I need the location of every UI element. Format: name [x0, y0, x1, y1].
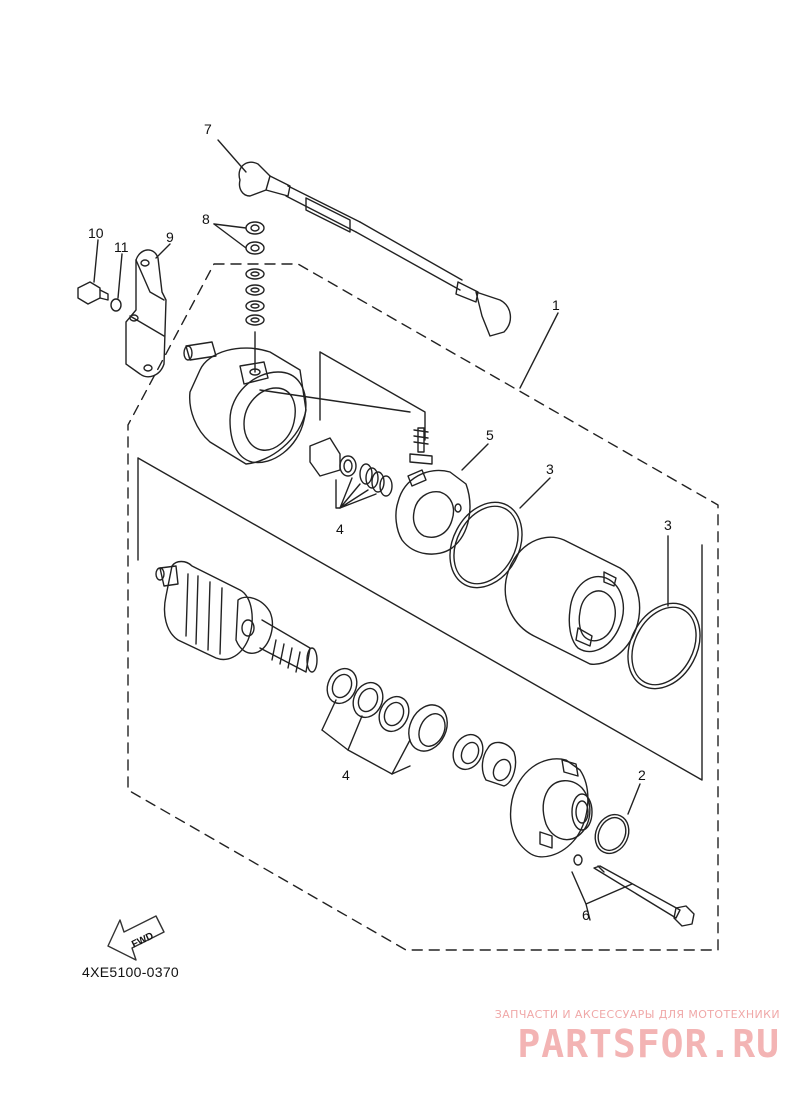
- callout-3-rear: 3: [546, 461, 554, 477]
- lock-washer: [110, 298, 122, 312]
- through-bolt: [593, 865, 695, 927]
- callout-2: 2: [638, 767, 646, 783]
- o-ring-small: [594, 813, 630, 855]
- watermark-brand: PARTSFOR.RU: [517, 1022, 780, 1066]
- bearing: [452, 733, 517, 787]
- callout-3-front: 3: [664, 517, 672, 533]
- o-ring-front: [627, 602, 701, 690]
- callout-4-upper: 4: [336, 521, 344, 537]
- callout-5: 5: [486, 427, 494, 443]
- brush-plate: [395, 469, 471, 555]
- terminal-bolt: [409, 427, 433, 465]
- shim-set: [326, 667, 410, 733]
- callout-10: 10: [88, 225, 104, 241]
- assembly-dashed-outline: [127, 263, 719, 951]
- lead-wire: [238, 161, 511, 337]
- oil-seal: [408, 704, 448, 752]
- bracket: [125, 249, 167, 378]
- callout-1: 1: [552, 297, 560, 313]
- callout-9: 9: [166, 229, 174, 245]
- yoke: [504, 536, 641, 665]
- nut-washer-stack: [245, 221, 265, 373]
- fwd-arrow-icon: [107, 915, 165, 961]
- rear-cover-group-outline: [319, 351, 426, 441]
- diagram-code: 4XE5100-0370: [82, 964, 180, 980]
- armature-group-outline: [137, 457, 703, 781]
- brush-set: [309, 437, 393, 497]
- watermark-tagline: ЗАПЧАСТИ И АКСЕССУАРЫ ДЛЯ МОТОТЕХНИКИ: [494, 1008, 780, 1021]
- armature: [155, 560, 318, 673]
- callout-8: 8: [202, 211, 210, 227]
- leader-lines: [93, 139, 669, 921]
- rear-cover: [183, 341, 411, 465]
- o-ring-rear: [449, 501, 523, 589]
- callout-7: 7: [204, 121, 212, 137]
- callout-4-lower: 4: [342, 767, 350, 783]
- mount-bolt: [77, 281, 109, 305]
- callout-11: 11: [114, 239, 129, 255]
- callout-6: 6: [582, 907, 590, 923]
- front-cover: [509, 758, 593, 858]
- small-ring: [573, 854, 583, 866]
